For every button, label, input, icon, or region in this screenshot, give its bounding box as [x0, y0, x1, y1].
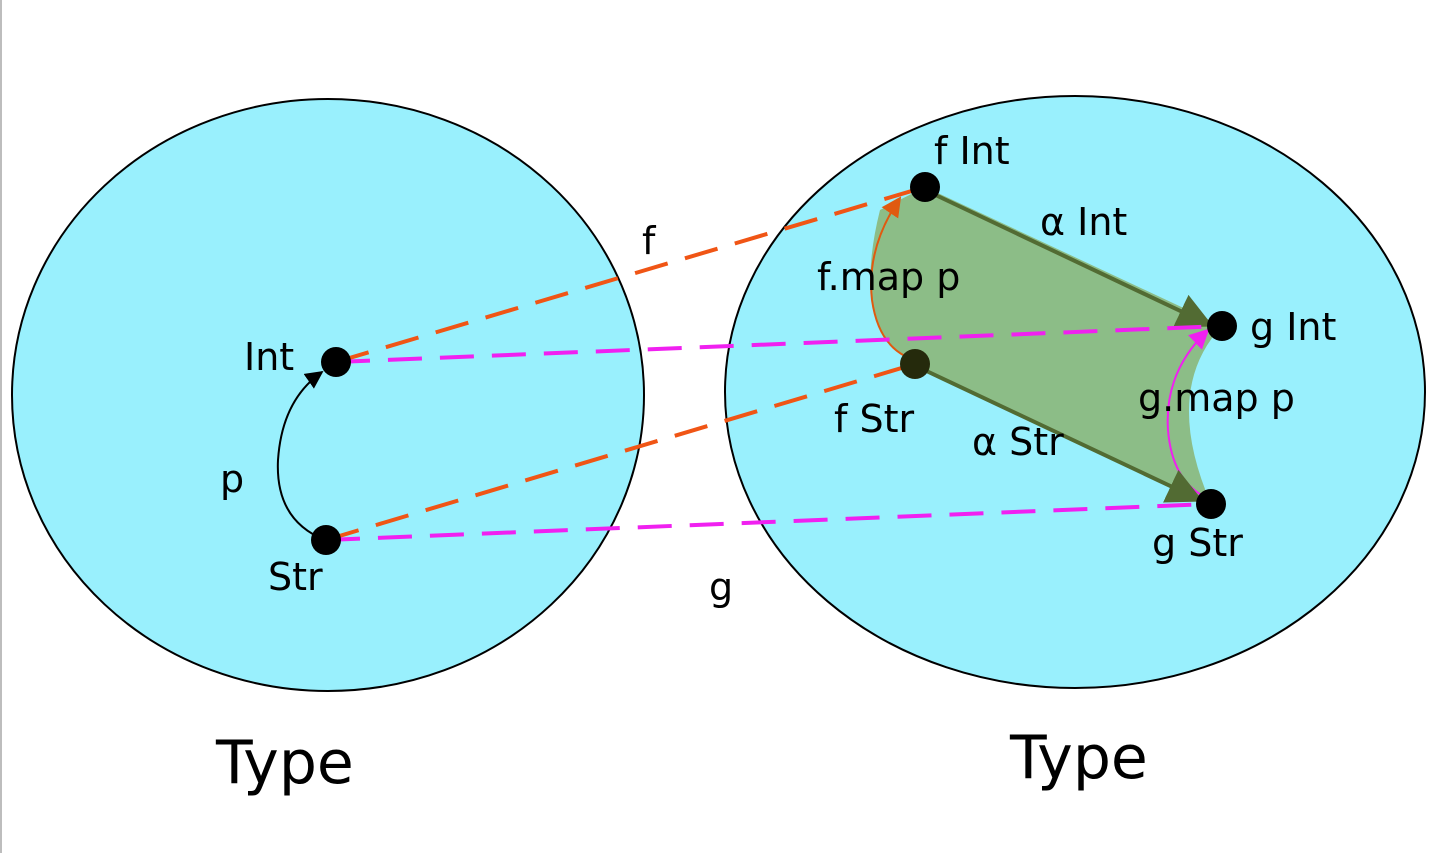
functor-f-label: f [642, 219, 657, 263]
morphism-p-label: p [220, 457, 244, 501]
right-category-label: Type [1009, 723, 1148, 793]
object-g-str-dot [1196, 489, 1226, 519]
object-int-dot [321, 347, 351, 377]
functor-g-label: g [709, 565, 733, 609]
object-str-label: Str [268, 555, 323, 599]
object-f-int-dot [910, 172, 940, 202]
alpha-int-arrow [924, 188, 1214, 328]
object-int-label: Int [244, 335, 294, 379]
morphism-fmap-label: f.map p [817, 255, 960, 299]
functor-g-line-str [325, 502, 1212, 542]
object-g-int-label: g Int [1250, 305, 1336, 349]
object-f-str-label: f Str [834, 397, 914, 441]
alpha-str-arrow [917, 365, 1204, 503]
object-g-str-label: g Str [1152, 521, 1243, 565]
left-edge-line [0, 0, 2, 853]
morphism-fmap-arrow [870, 196, 906, 357]
object-f-str-dot [900, 349, 930, 379]
alpha-int-label: α Int [1040, 200, 1127, 244]
object-str-dot [311, 525, 341, 555]
left-category-ellipse [11, 98, 645, 692]
left-category-label: Type [215, 728, 354, 798]
object-f-int-label: f Int [934, 129, 1010, 173]
functor-g-line-int [335, 324, 1223, 364]
morphism-p-arrow [276, 370, 326, 541]
morphism-gmap-label: g.map p [1138, 376, 1295, 420]
object-g-int-dot [1207, 311, 1237, 341]
natural-transformation-region [870, 187, 1222, 504]
alpha-str-label: α Str [972, 420, 1064, 464]
